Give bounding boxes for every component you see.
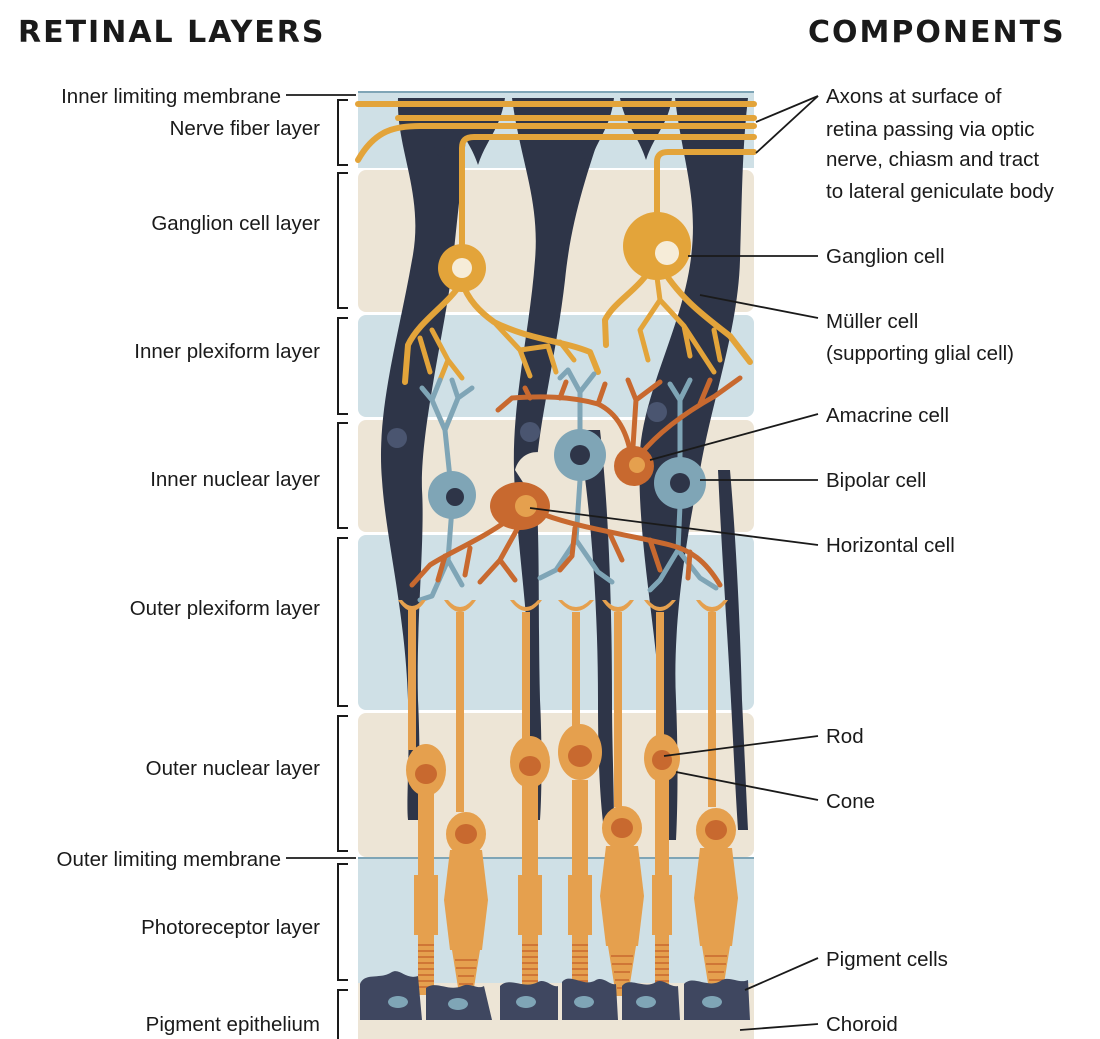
label-photoreceptor-layer: Photoreceptor layer bbox=[141, 916, 320, 939]
bracket-inner-nuclear bbox=[338, 423, 348, 528]
label-cone: Cone bbox=[826, 790, 875, 813]
label-axons-line-2: retina passing via optic bbox=[826, 118, 1035, 141]
axon-leader bbox=[756, 96, 818, 153]
layer-brackets bbox=[286, 95, 356, 1039]
bracket-nerve-fiber bbox=[338, 100, 348, 165]
label-nerve-fiber-layer: Nerve fiber layer bbox=[170, 117, 321, 140]
bipolar-nucleus bbox=[570, 445, 590, 465]
label-amacrine-cell: Amacrine cell bbox=[826, 404, 949, 427]
label-muller-cell: Müller cell bbox=[826, 310, 918, 333]
bipolar-nucleus bbox=[670, 473, 690, 493]
retinal-layers-heading: RETINAL LAYERS bbox=[18, 15, 326, 50]
bipolar-nucleus bbox=[446, 488, 464, 506]
bracket-pigment-epithelium bbox=[338, 990, 348, 1039]
axon-leader bbox=[756, 96, 818, 122]
layer-labels: Inner limiting membrane Nerve fiber laye… bbox=[57, 85, 321, 1036]
bracket-inner-plexiform bbox=[338, 318, 348, 414]
label-ganglion-cell: Ganglion cell bbox=[826, 245, 945, 268]
muller-nucleus bbox=[647, 402, 667, 422]
amacrine-nucleus bbox=[629, 457, 645, 473]
ganglion-nucleus bbox=[452, 258, 472, 278]
bracket-outer-nuclear bbox=[338, 716, 348, 851]
component-labels: Axons at surface of retina passing via o… bbox=[826, 85, 1055, 1036]
label-muller-cell-sub: (supporting glial cell) bbox=[826, 342, 1014, 365]
muller-nucleus bbox=[387, 428, 407, 448]
bracket-outer-plexiform bbox=[338, 538, 348, 706]
pigment-leader bbox=[745, 958, 818, 990]
label-outer-limiting-membrane: Outer limiting membrane bbox=[57, 848, 281, 871]
label-inner-nuclear-layer: Inner nuclear layer bbox=[150, 468, 320, 491]
label-ganglion-cell-layer: Ganglion cell layer bbox=[151, 212, 320, 235]
components-heading: COMPONENTS bbox=[808, 15, 1066, 50]
label-inner-plexiform-layer: Inner plexiform layer bbox=[134, 340, 320, 363]
label-bipolar-cell: Bipolar cell bbox=[826, 469, 926, 492]
bracket-photoreceptor bbox=[338, 864, 348, 980]
ganglion-cell-body bbox=[623, 212, 691, 280]
label-outer-plexiform-layer: Outer plexiform layer bbox=[130, 597, 320, 620]
label-rod: Rod bbox=[826, 725, 864, 748]
horizontal-nucleus bbox=[515, 495, 537, 517]
label-choroid: Choroid bbox=[826, 1013, 898, 1036]
label-pigment-epithelium: Pigment epithelium bbox=[146, 1013, 320, 1036]
label-horizontal-cell: Horizontal cell bbox=[826, 534, 955, 557]
pigment-cell bbox=[360, 971, 422, 1020]
bracket-ganglion bbox=[338, 173, 348, 308]
label-axons-line-1: Axons at surface of bbox=[826, 85, 1002, 108]
label-axons-line-3: nerve, chiasm and tract bbox=[826, 148, 1039, 171]
label-pigment-cells: Pigment cells bbox=[826, 948, 948, 971]
label-inner-limiting-membrane: Inner limiting membrane bbox=[61, 85, 281, 108]
ganglion-nucleus bbox=[655, 241, 679, 265]
muller-nucleus bbox=[520, 422, 540, 442]
label-outer-nuclear-layer: Outer nuclear layer bbox=[146, 757, 321, 780]
label-axons-line-4: to lateral geniculate body bbox=[826, 180, 1055, 203]
